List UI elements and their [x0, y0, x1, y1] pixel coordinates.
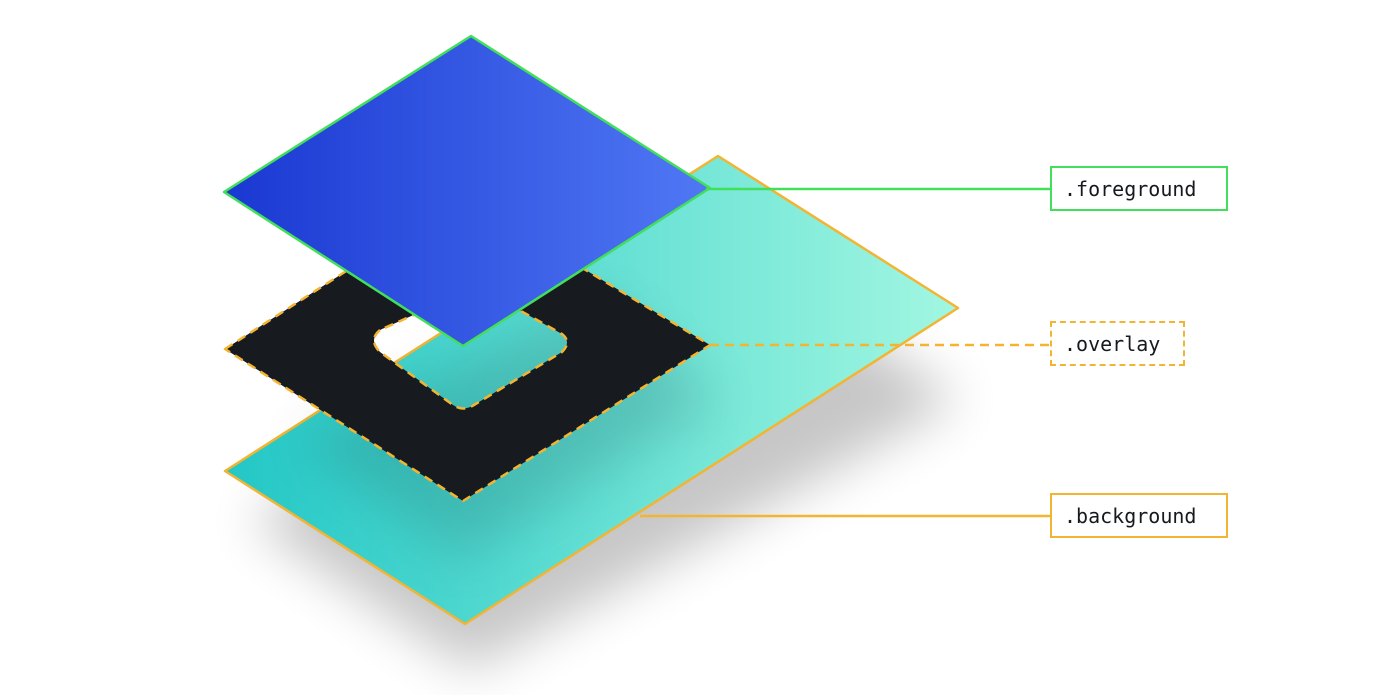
overlay-label-text: .overlay: [1064, 331, 1161, 356]
foreground-label-text: .foreground: [1064, 176, 1197, 201]
background-label: .background: [1050, 493, 1228, 538]
foreground-label: .foreground: [1050, 166, 1228, 211]
overlay-label: .overlay: [1050, 321, 1185, 366]
background-label-text: .background: [1064, 503, 1197, 528]
